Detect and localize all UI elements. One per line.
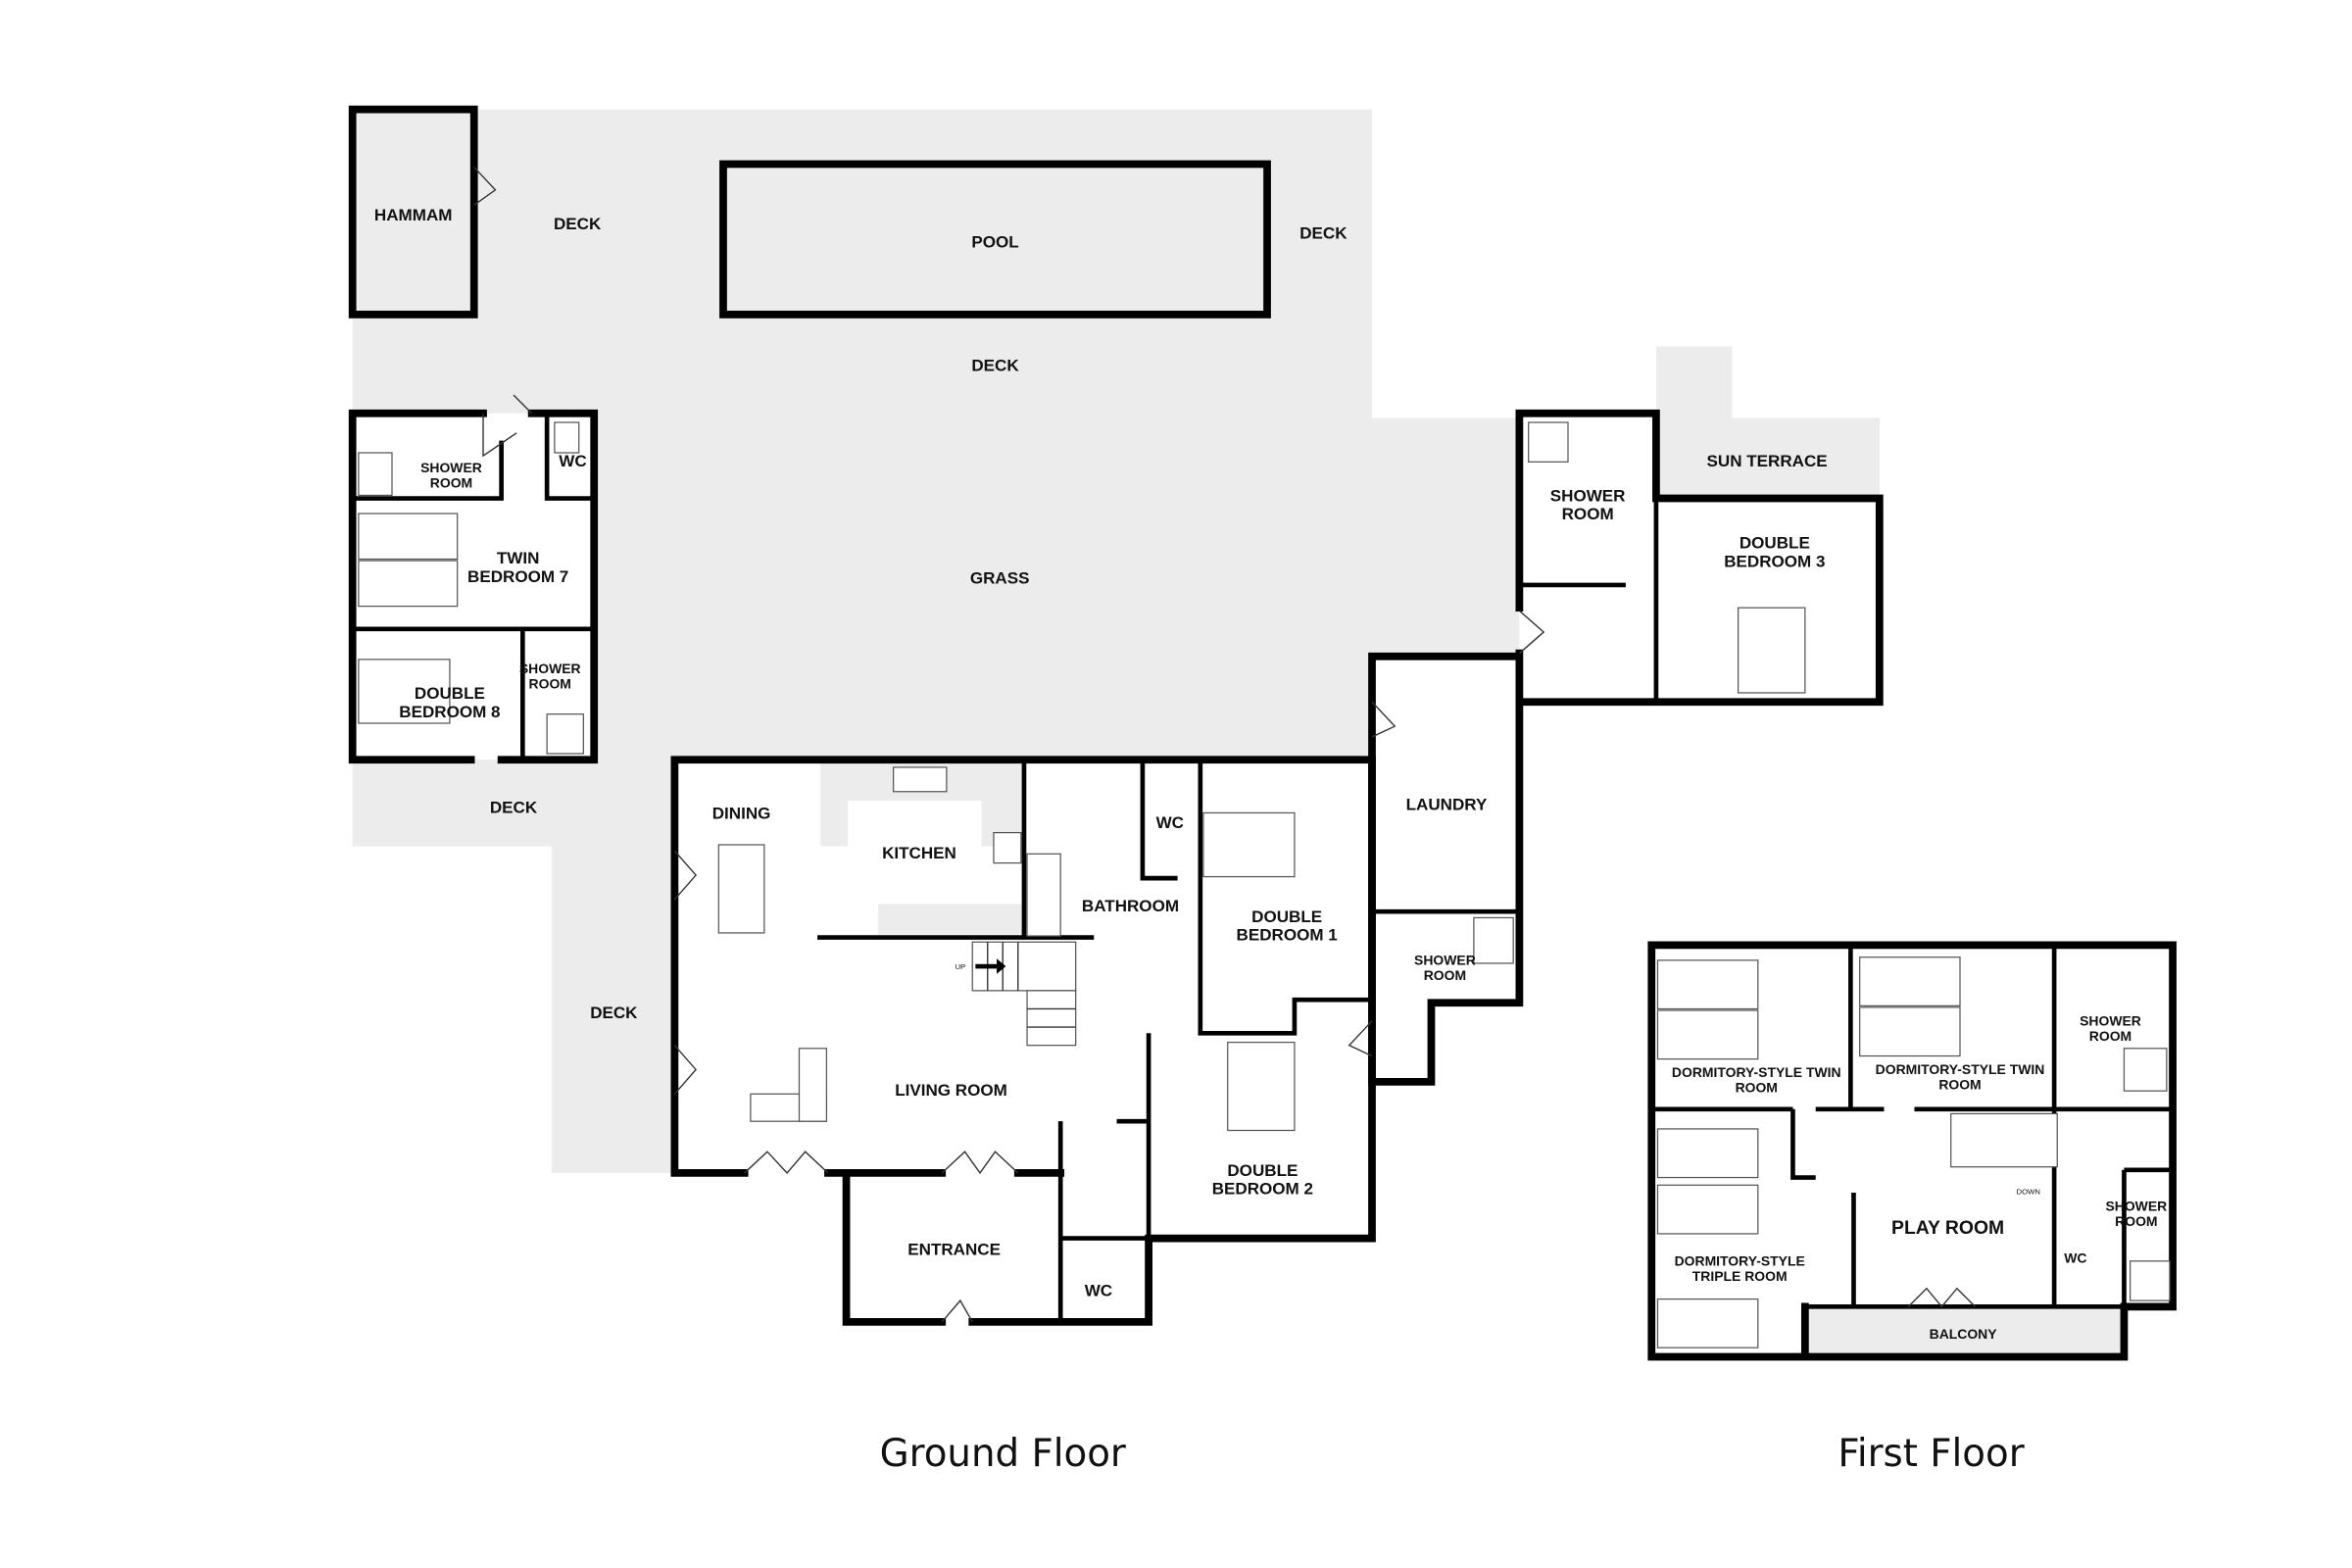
stairs-up-label: UP [955, 962, 965, 971]
room-label-shower-room: ROOM [1424, 967, 1466, 983]
first-floor-plan: DOWN DORMITORY-STYLE TWIN ROOM DORMITORY… [1647, 941, 2177, 1361]
room-label-pool: POOL [971, 233, 1018, 252]
room-label-shower-room: SHOWER [1414, 952, 1476, 967]
room-label-shower-room: SHOWER [519, 661, 581, 676]
room-label-shower-room: ROOM [2089, 1028, 2132, 1044]
staircase: UP [955, 941, 1077, 1047]
room-label-dormitory-twin: DORMITORY-STYLE TWIN [1876, 1061, 2045, 1077]
room-label-twin-bedroom-7: BEDROOM 7 [467, 567, 568, 586]
room-label-laundry: LAUNDRY [1406, 795, 1488, 813]
room-label-dormitory-triple: DORMITORY-STYLE [1675, 1252, 1805, 1268]
room-label-dormitory-twin: ROOM [1736, 1080, 1778, 1096]
room-label-shower-room: SHOWER [2080, 1013, 2141, 1029]
area-label-deck: DECK [554, 215, 602, 233]
room-label-wc: WC [2064, 1250, 2086, 1265]
room-label-shower-room: SHOWER [2105, 1199, 2167, 1214]
area-label-deck: DECK [971, 356, 1019, 374]
room-label-double-bedroom-2: BEDROOM 2 [1212, 1180, 1313, 1199]
area-label-sun-terrace: SUN TERRACE [1707, 452, 1828, 470]
room-label-play-room: PLAY ROOM [1891, 1217, 2004, 1239]
floor-title-ground: Ground Floor [880, 1432, 1126, 1476]
area-label-deck: DECK [490, 798, 538, 816]
room-label-wc: WC [1156, 813, 1184, 832]
room-label-hammam: HAMMAM [374, 206, 453, 224]
pool: POOL [719, 160, 1271, 318]
room-label-dormitory-twin: DORMITORY-STYLE TWIN [1672, 1064, 1841, 1080]
room-label-bathroom: BATHROOM [1082, 897, 1179, 915]
room-label-shower-room: ROOM [2115, 1213, 2157, 1229]
room-label-dormitory-twin: ROOM [1938, 1077, 1981, 1093]
room-label-twin-bedroom-7: TWIN [497, 549, 540, 567]
main-house: UP DINING KITCHEN BATHROOM WC DOUBLE BED… [670, 607, 1806, 1326]
room-label-wc: WC [1085, 1281, 1112, 1299]
room-label-shower-room: ROOM [430, 475, 472, 491]
room-label-double-bedroom-2: DOUBLE [1227, 1161, 1298, 1180]
room-label-double-bedroom-8: BEDROOM 8 [399, 703, 500, 721]
room-label-dining: DINING [712, 805, 771, 823]
east-bedroom-block: SHOWER ROOM SUN TERRACE DOUBLE BEDROOM 3 [1515, 409, 1884, 707]
room-label-double-bedroom-1: BEDROOM 1 [1237, 926, 1338, 945]
room-label-dormitory-triple: TRIPLE ROOM [1692, 1268, 1788, 1284]
room-label-double-bedroom-3: BEDROOM 3 [1724, 552, 1825, 570]
area-label-deck: DECK [590, 1004, 638, 1022]
area-label-balcony: BALCONY [1930, 1326, 1998, 1342]
room-label-shower-room: ROOM [529, 675, 571, 691]
room-label-shower-room: SHOWER [1550, 487, 1626, 506]
room-label-wc: WC [559, 452, 586, 470]
area-label-grass: GRASS [970, 568, 1030, 587]
room-label-double-bedroom-1: DOUBLE [1251, 907, 1322, 926]
floor-title-first: First Floor [1838, 1432, 2024, 1476]
west-bedroom-block: SHOWER ROOM WC TWIN BEDROOM 7 DOUBLE BED… [348, 394, 599, 764]
room-label-living-room: LIVING ROOM [895, 1081, 1007, 1100]
room-label-shower-room: ROOM [1562, 505, 1614, 523]
stairs-down-label: DOWN [2016, 1188, 2040, 1197]
room-label-double-bedroom-8: DOUBLE [415, 684, 485, 703]
room-label-double-bedroom-3: DOUBLE [1740, 534, 1810, 553]
room-label-kitchen: KITCHEN [882, 844, 956, 862]
hammam: HAMMAM [348, 105, 497, 318]
area-label-deck: DECK [1299, 223, 1348, 242]
room-label-shower-room: SHOWER [420, 460, 482, 475]
room-label-entrance: ENTRANCE [907, 1241, 1001, 1259]
